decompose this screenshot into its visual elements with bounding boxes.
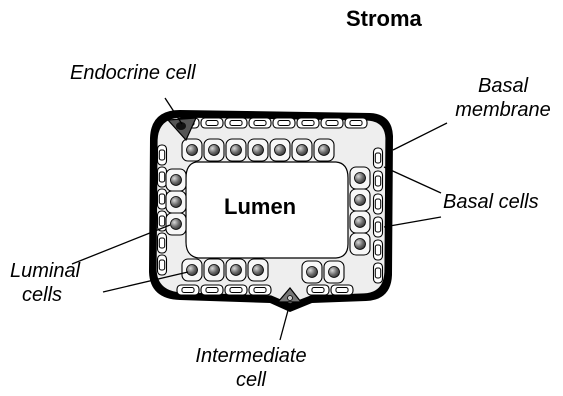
intermediate-cell-label-line2: cell xyxy=(186,368,316,392)
endocrine-cell-label: Endocrine cell xyxy=(70,61,196,85)
luminal-cell-nucleus-0 xyxy=(187,145,198,156)
luminal-cell-nucleus-17 xyxy=(253,265,264,276)
luminal-cell-nucleus-19 xyxy=(329,267,340,278)
basal-cell-nucleus-9 xyxy=(159,172,164,182)
basal-cell-nucleus-22 xyxy=(230,288,242,293)
luminal-cell-nucleus-3 xyxy=(253,145,264,156)
basal-cell-nucleus-15 xyxy=(375,176,380,186)
luminal-cells-label-line1: Luminal xyxy=(10,259,80,283)
basal-cell-nucleus-10 xyxy=(159,194,164,204)
basal-cell-nucleus-13 xyxy=(159,260,164,270)
luminal-cell-nucleus-4 xyxy=(275,145,286,156)
basal-cell-nucleus-17 xyxy=(375,222,380,232)
basal-cell-nucleus-19 xyxy=(375,268,380,278)
luminal-cell-nucleus-14 xyxy=(187,265,198,276)
basal-cell-nucleus-20 xyxy=(182,288,194,293)
leader-basal-cells-2 xyxy=(384,217,441,227)
basal-cell-nucleus-1 xyxy=(206,121,218,126)
luminal-cell-nucleus-8 xyxy=(171,197,182,208)
basal-cell-nucleus-14 xyxy=(375,153,380,163)
basal-cell-nucleus-8 xyxy=(159,150,164,160)
basal-cell-nucleus-6 xyxy=(326,121,338,126)
basal-cell-nucleus-25 xyxy=(336,288,348,293)
luminal-cell-nucleus-9 xyxy=(171,219,182,230)
leader-basal-membrane xyxy=(393,123,447,150)
intermediate-cell-nucleus xyxy=(288,296,293,301)
basal-cell-nucleus-11 xyxy=(159,216,164,226)
intermediate-cell-label: Intermediate cell xyxy=(186,344,316,392)
luminal-cell-nucleus-11 xyxy=(355,195,366,206)
luminal-cell-nucleus-10 xyxy=(355,173,366,184)
basal-membrane-label-line2: membrane xyxy=(443,98,563,122)
luminal-cell-nucleus-12 xyxy=(355,217,366,228)
luminal-cell-nucleus-15 xyxy=(209,265,220,276)
basal-membrane-label: Basal membrane xyxy=(443,74,563,122)
luminal-cells-label-line2: cells xyxy=(10,283,80,307)
luminal-cell-nucleus-2 xyxy=(231,145,242,156)
basal-cell-nucleus-21 xyxy=(206,288,218,293)
intermediate-cell-label-line1: Intermediate xyxy=(186,344,316,368)
basal-cell-nucleus-2 xyxy=(230,121,242,126)
basal-cell-nucleus-16 xyxy=(375,199,380,209)
luminal-cell-nucleus-5 xyxy=(297,145,308,156)
basal-membrane-label-line1: Basal xyxy=(443,74,563,98)
basal-cell-nucleus-12 xyxy=(159,238,164,248)
lumen-label: Lumen xyxy=(224,194,296,220)
luminal-cells-label: Luminal cells xyxy=(10,259,80,307)
stroma-label: Stroma xyxy=(346,6,422,32)
basal-cell-nucleus-4 xyxy=(278,121,290,126)
basal-cell-nucleus-7 xyxy=(350,121,362,126)
luminal-cell-nucleus-6 xyxy=(319,145,330,156)
luminal-cell-nucleus-13 xyxy=(355,239,366,250)
basal-cell-nucleus-18 xyxy=(375,245,380,255)
basal-cell-nucleus-23 xyxy=(254,288,266,293)
basal-cell-nucleus-24 xyxy=(312,288,324,293)
luminal-cell-nucleus-1 xyxy=(209,145,220,156)
basal-cells-label: Basal cells xyxy=(443,190,539,214)
luminal-cell-nucleus-7 xyxy=(171,175,182,186)
basal-cell-nucleus-5 xyxy=(302,121,314,126)
luminal-cell-nucleus-16 xyxy=(231,265,242,276)
basal-cell-nucleus-3 xyxy=(254,121,266,126)
luminal-cell-nucleus-18 xyxy=(307,267,318,278)
